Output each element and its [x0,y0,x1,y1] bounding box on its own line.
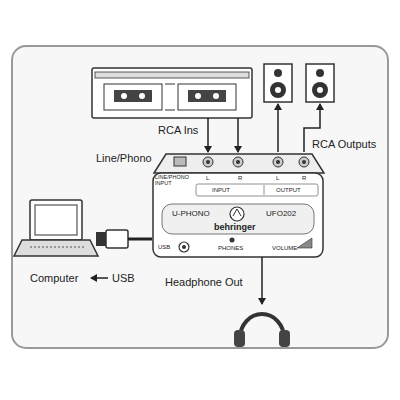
headphones [234,314,290,347]
cassette-deck [92,68,252,118]
connector-label: RCA Ins [158,124,198,137]
frame [12,46,388,348]
channel-letter: R [302,175,306,182]
speakers [264,64,334,102]
panel-text: INPUT [212,187,230,194]
model-number: UFO202 [266,210,296,219]
model-name: U-PHONO [172,210,210,219]
connector-label: RCA Outputs [312,138,376,151]
brand-name: behringer [214,223,256,233]
port-label: USB [112,272,135,285]
usb-cable [96,230,152,248]
switch-label: Line/Phono [96,152,152,165]
audio-interface: LINE/PHONO INPUTINPUTLROUTPUTLRU-PHONObe… [152,172,324,258]
port-text: PHONES [218,245,243,252]
channel-letter: L [276,175,279,182]
control-text: VOLUME [272,245,297,252]
channel-letter: L [206,175,209,182]
interface-top [154,154,324,173]
laptop [14,200,98,256]
output-label: Headphone Out [165,276,243,289]
channel-letter: R [238,175,242,182]
port-text: USB [158,244,170,251]
panel-text: OUTPUT [276,187,301,194]
device-label: Computer [30,272,78,285]
panel-text: LINE/PHONO INPUT [155,174,191,186]
rca-wires [91,104,320,304]
